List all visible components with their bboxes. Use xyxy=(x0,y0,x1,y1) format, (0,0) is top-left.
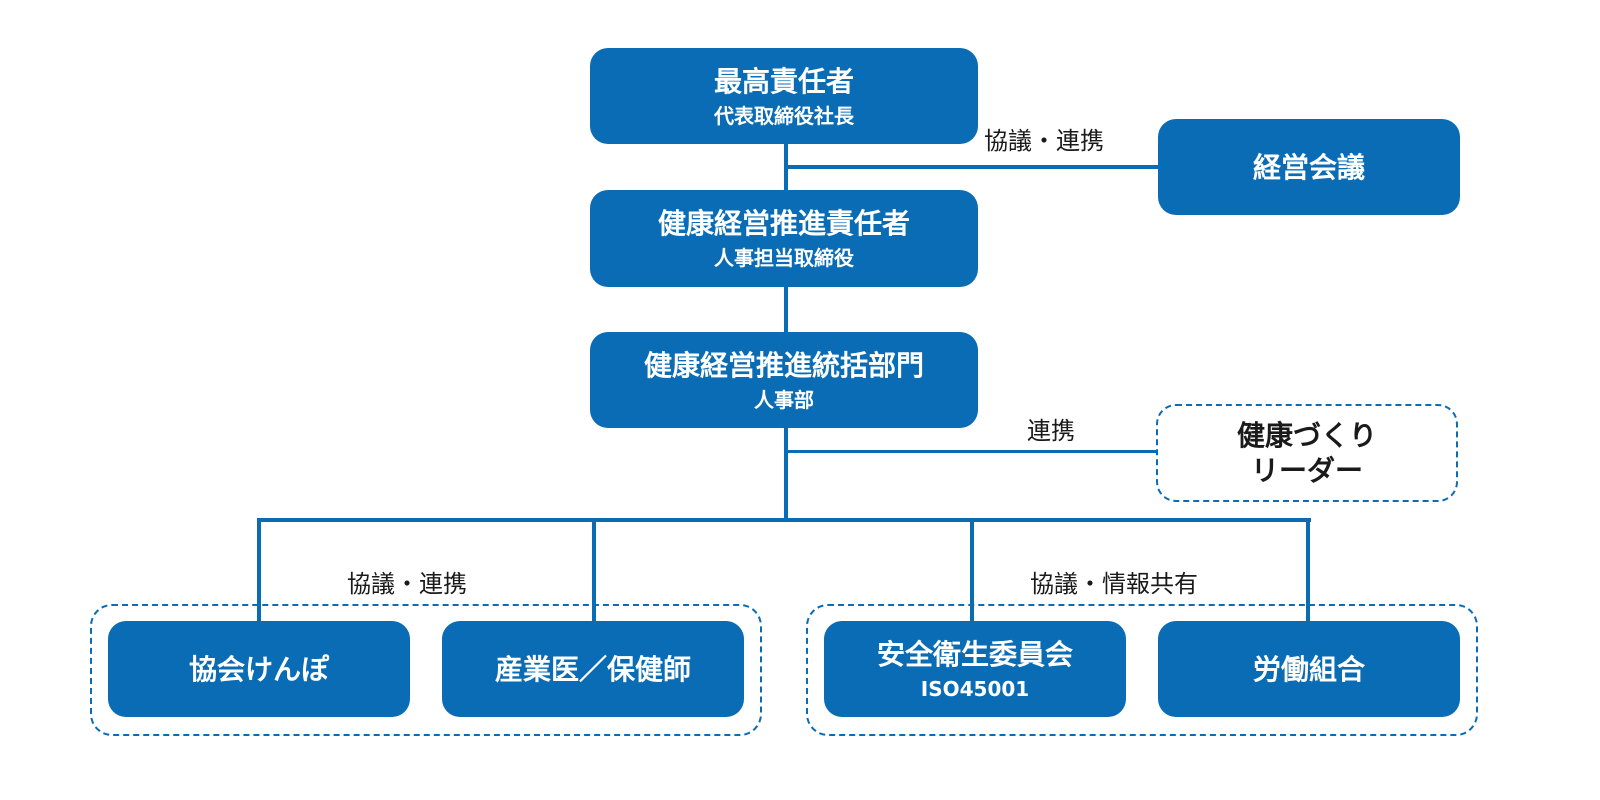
node-promotion-officer-title: 健康経営推進責任者 xyxy=(657,207,910,240)
node-safety-committee-title: 安全衛生委員会 xyxy=(876,637,1073,671)
right-group-link-label: 協議・情報共有 xyxy=(1024,570,1204,599)
line-to-leader xyxy=(784,450,1156,453)
right-group-frame xyxy=(806,604,1478,736)
node-promotion-dept: 健康経営推進統括部門 人事部 xyxy=(590,332,978,428)
line-horizontal-branch xyxy=(257,518,1311,522)
node-promotion-officer-subtitle: 人事担当取締役 xyxy=(714,246,854,270)
line-promotion-to-dept xyxy=(784,287,788,333)
node-promotion-dept-title: 健康経営推進統括部門 xyxy=(643,348,924,382)
node-top-executive-title: 最高責任者 xyxy=(713,64,854,98)
node-top-executive-subtitle: 代表取締役社長 xyxy=(714,103,854,128)
node-promotion-dept-subtitle: 人事部 xyxy=(754,387,814,412)
line-drop-doctor xyxy=(592,518,596,622)
node-labor-union: 労働組合 xyxy=(1158,621,1460,717)
node-kyokai-kenpo-title: 協会けんぽ xyxy=(188,652,329,686)
node-health-leader: 健康づくり リーダー xyxy=(1156,404,1458,502)
node-industrial-doctor-title: 産業医／保健師 xyxy=(494,652,691,686)
left-group-frame xyxy=(90,604,762,736)
node-promotion-officer: 健康経営推進責任者 人事担当取締役 xyxy=(590,190,978,287)
line-drop-kyokai xyxy=(257,518,261,622)
node-health-leader-title-line1: 健康づくり xyxy=(1236,419,1377,452)
node-management-meeting-title: 経営会議 xyxy=(1252,150,1365,184)
node-kyokai-kenpo: 協会けんぽ xyxy=(108,621,410,717)
node-management-meeting: 経営会議 xyxy=(1158,119,1460,215)
node-labor-union-title: 労働組合 xyxy=(1252,652,1365,686)
line-drop-safety xyxy=(970,518,974,622)
line-dept-trunk xyxy=(784,428,788,521)
line-to-meeting xyxy=(784,165,1160,169)
leader-link-label: 連携 xyxy=(1021,417,1081,446)
node-safety-committee: 安全衛生委員会 ISO45001 xyxy=(824,621,1126,717)
node-industrial-doctor: 産業医／保健師 xyxy=(442,621,744,717)
node-safety-committee-subtitle: ISO45001 xyxy=(920,676,1030,701)
left-group-link-label: 協議・連携 xyxy=(341,570,473,599)
node-top-executive: 最高責任者 代表取締役社長 xyxy=(590,48,978,144)
line-drop-union xyxy=(1306,518,1310,622)
node-health-leader-title-line2: リーダー xyxy=(1250,454,1363,487)
meeting-link-label: 協議・連携 xyxy=(978,127,1110,156)
